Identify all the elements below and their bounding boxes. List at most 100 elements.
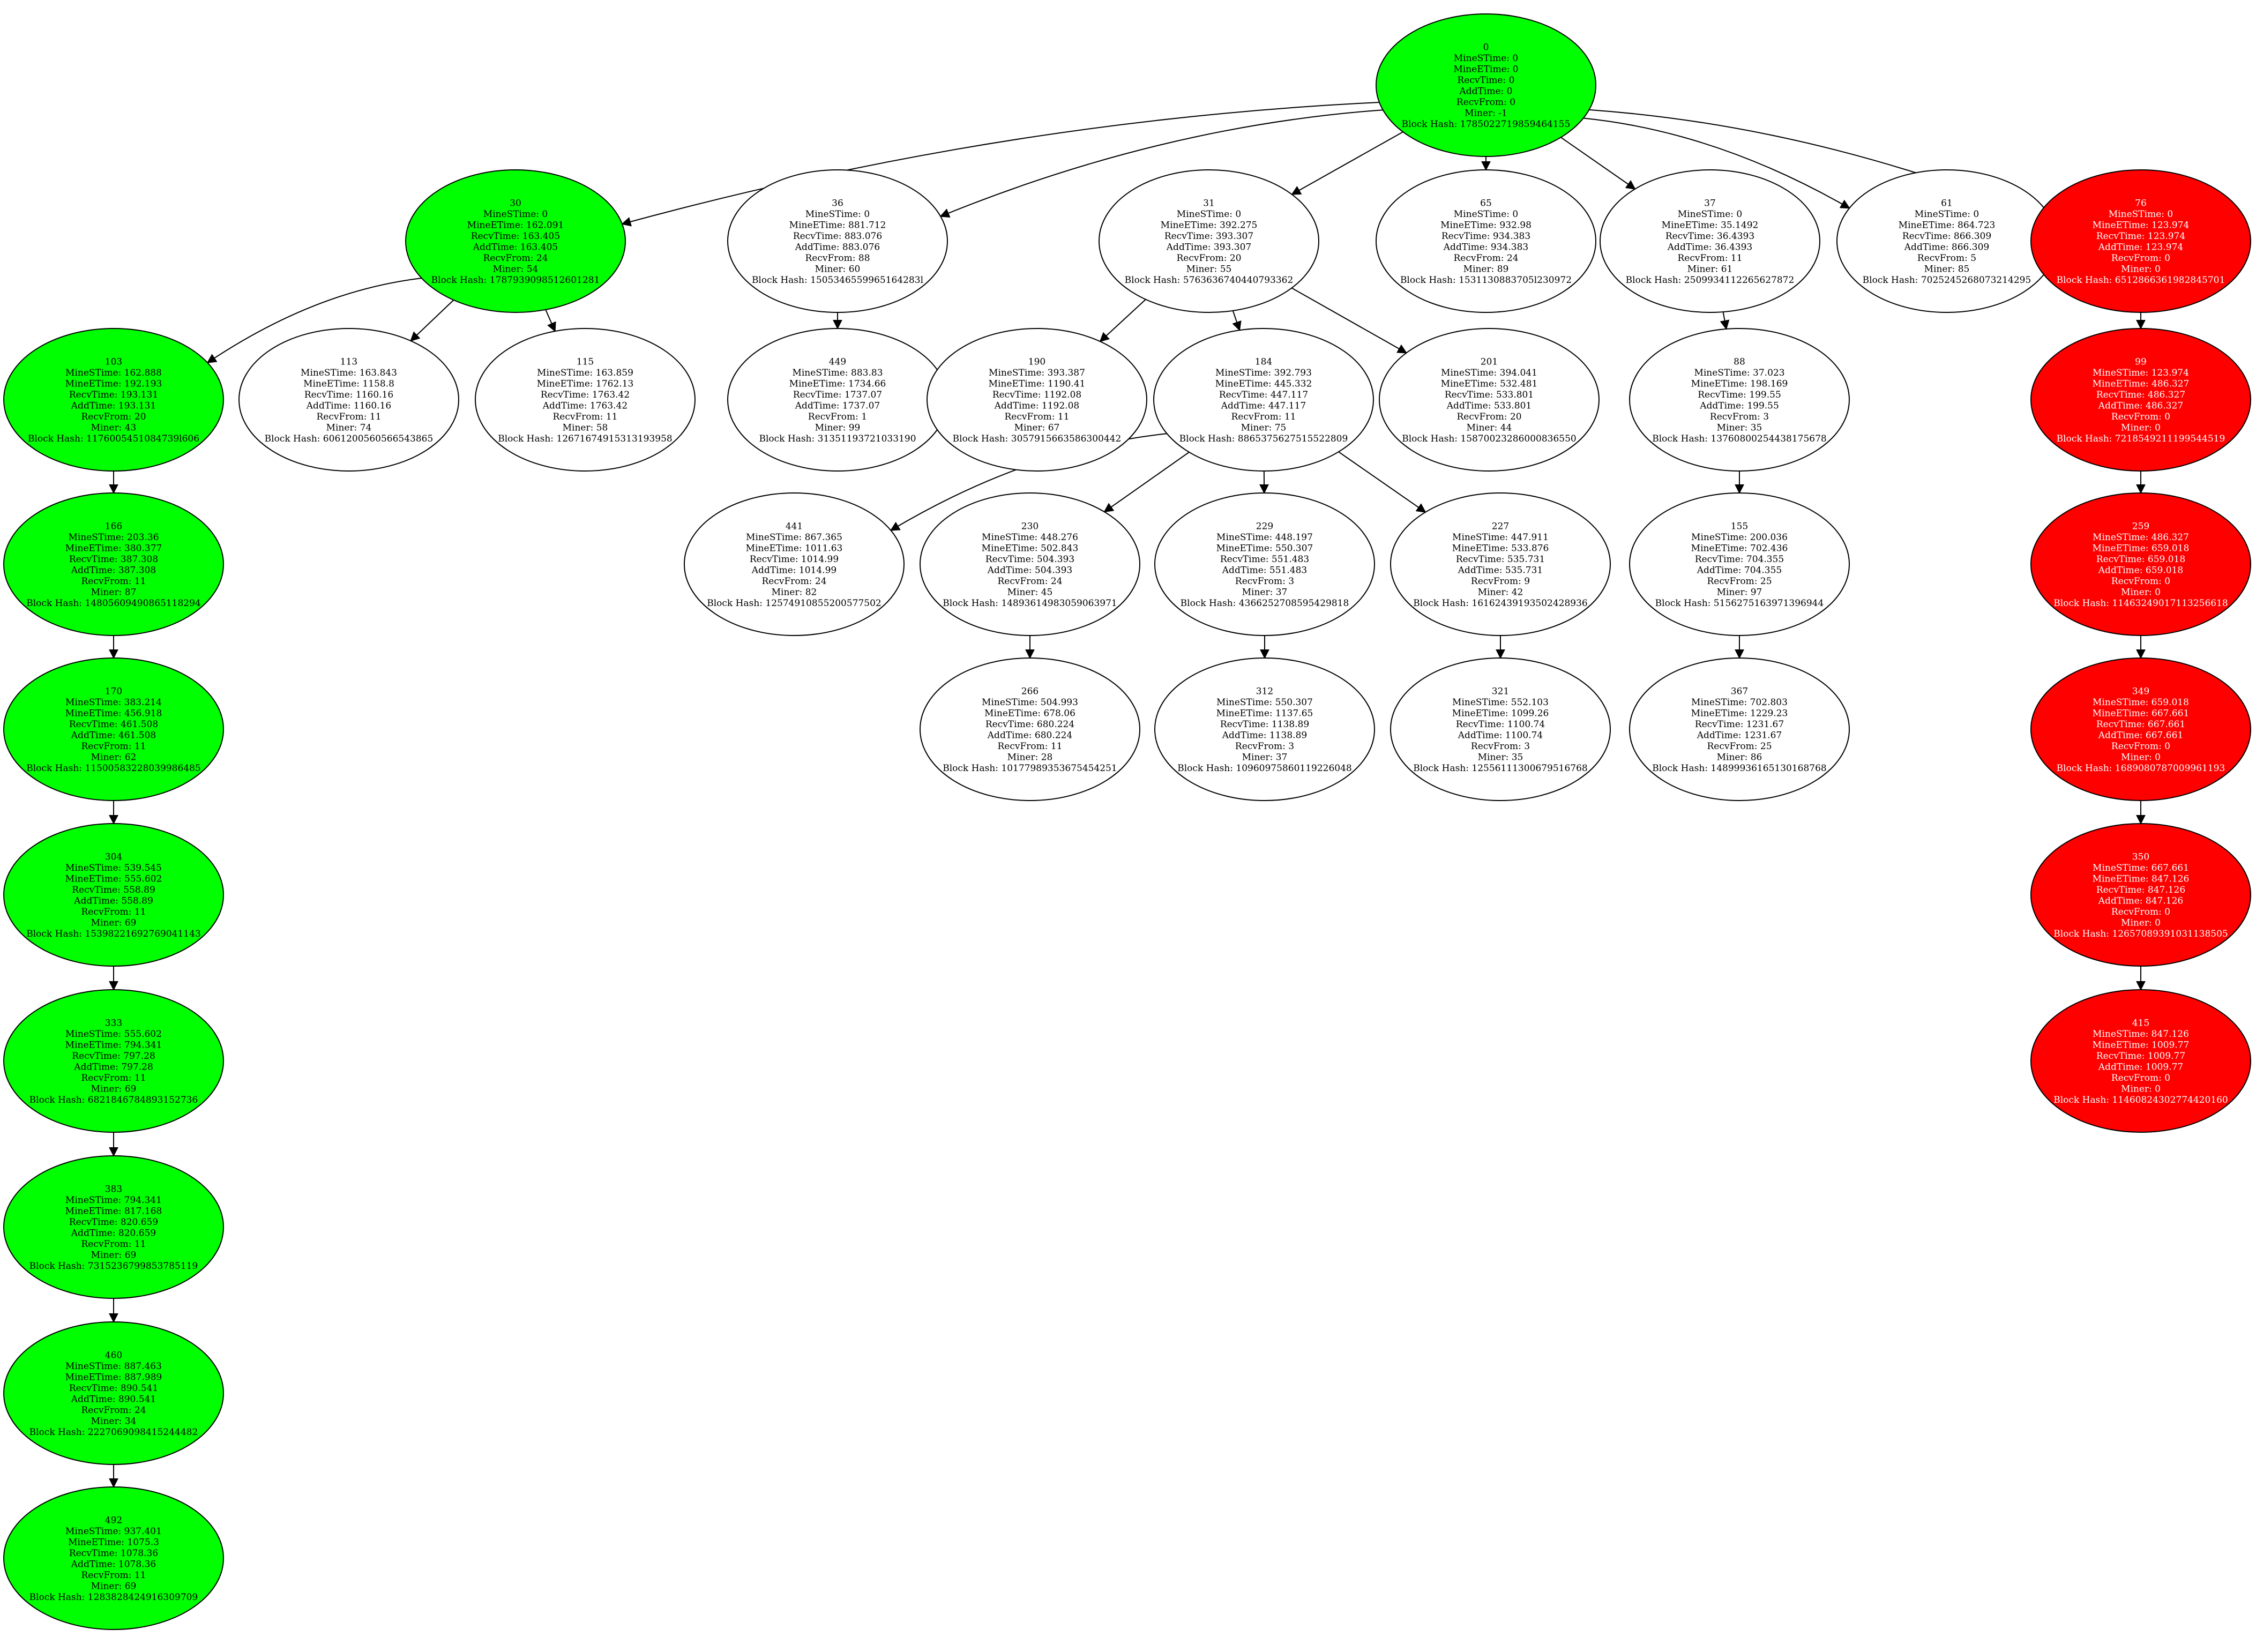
node-field-label: MineETime: 1075.3 — [68, 1537, 159, 1548]
node-field-label: MineSTime: 937.401 — [65, 1526, 162, 1537]
node-field-label: Miner: 28 — [1007, 752, 1053, 763]
node-field-label: Block Hash: 6512866361982845701 — [2057, 275, 2225, 286]
edge-n184-n227 — [1338, 451, 1426, 513]
node-field-label: MineETime: 1229.23 — [1691, 708, 1788, 719]
node-id-label: 201 — [1481, 356, 1498, 367]
node-field-label: MineETime: 702.436 — [1691, 543, 1788, 554]
node-field-label: MineETime: 1190.41 — [989, 378, 1086, 389]
node-field-label: RecvTime: 659.018 — [2096, 554, 2185, 565]
node-field-label: MineETime: 1734.66 — [789, 378, 886, 389]
node-id-label: 0 — [1483, 42, 1489, 53]
node-id-label: 166 — [105, 521, 122, 532]
node-field-label: Block Hash: 14893614983059063971 — [943, 598, 1117, 609]
node-id-label: 113 — [340, 356, 357, 367]
node-field-label: RecvFrom: 24 — [997, 576, 1062, 587]
node-field-label: Miner: 0 — [2121, 422, 2161, 433]
node-field-label: Block Hash: 4366252708595429818 — [1181, 598, 1349, 609]
node-id-label: 230 — [1021, 521, 1039, 532]
node-field-label: MineSTime: 659.018 — [2093, 697, 2189, 708]
node-field-label: MineETime: 864.723 — [1899, 220, 1996, 230]
node-field-label: AddTime: 558.89 — [73, 895, 153, 906]
node-field-label: Block Hash: 8865375627515522809 — [1179, 433, 1348, 444]
node-field-label: MineETime: 392.275 — [1161, 220, 1258, 230]
node-field-label: MineETime: 533.876 — [1452, 543, 1549, 554]
node-field-label: AddTime: 1160.16 — [306, 400, 391, 411]
node-field-label: MineETime: 932.98 — [1440, 220, 1532, 230]
node-field-label: RecvFrom: 0 — [2111, 576, 2170, 587]
node-field-label: MineETime: 555.602 — [65, 873, 162, 884]
node-field-label: RecvFrom: 11 — [997, 741, 1062, 752]
node-field-label: MineETime: 456.918 — [65, 708, 162, 719]
node-field-label: MineSTime: 702.803 — [1691, 697, 1788, 708]
node-field-label: MineETime: 380.377 — [65, 543, 162, 554]
node-field-label: Block Hash: 7315236799853785119 — [29, 1261, 198, 1272]
node-field-label: RecvFrom: 0 — [2111, 412, 2170, 422]
node-field-label: RecvFrom: 5 — [1917, 253, 1976, 264]
node-field-label: AddTime: 163.405 — [473, 242, 558, 252]
node-field-label: Block Hash: 5156275163971396944 — [1655, 598, 1824, 609]
node-field-label: AddTime: 667.661 — [2098, 730, 2183, 741]
node-field-label: MineETime: 502.843 — [982, 543, 1079, 554]
node-field-label: MineSTime: 448.276 — [982, 532, 1078, 543]
node-id-label: 415 — [2132, 1018, 2149, 1028]
node-field-label: RecvFrom: 24 — [1453, 253, 1518, 264]
node-field-label: AddTime: 890.541 — [71, 1394, 156, 1404]
node-field-label: AddTime: 1138.89 — [1222, 730, 1307, 741]
node-field-label: AddTime: 1100.74 — [1458, 730, 1543, 741]
node-field-label: AddTime: 461.508 — [71, 730, 156, 741]
node-id-label: 184 — [1255, 356, 1272, 367]
node-field-label: RecvFrom: 11 — [1004, 412, 1069, 422]
node-ellipse — [1376, 169, 1596, 313]
node-field-label: MineETime: 486.327 — [2093, 378, 2190, 389]
node-field-label: Miner: 37 — [1242, 587, 1288, 597]
node-ellipse — [1629, 328, 1850, 472]
node-field-label: MineSTime: 0 — [1915, 209, 1979, 220]
node-field-label: Miner: 0 — [2121, 264, 2161, 274]
node-field-label: MineSTime: 0 — [1454, 209, 1518, 220]
node-field-label: Miner: 37 — [1242, 752, 1288, 763]
node-field-label: Block Hash: 12556111300679516768 — [1413, 763, 1587, 774]
node-id-label: 350 — [2132, 851, 2149, 862]
node-field-label: Block Hash: 12671674915313193958 — [498, 433, 672, 444]
node-field-label: MineSTime: 0 — [1678, 209, 1742, 220]
node-ellipse — [1379, 328, 1600, 472]
node-field-label: RecvFrom: 3 — [1235, 741, 1294, 752]
node-field-label: MineSTime: 0 — [1177, 209, 1241, 220]
node-field-label: MineSTime: 383.214 — [65, 697, 162, 708]
node-field-label: AddTime: 533.801 — [1446, 400, 1532, 411]
node-field-label: Miner: 45 — [1007, 587, 1053, 597]
node-field-label: RecvTime: 533.801 — [1445, 390, 1534, 400]
node-field-label: AddTime: 393.307 — [1166, 242, 1251, 252]
node-field-label: MineSTime: 847.126 — [2093, 1029, 2189, 1040]
node-field-label: AddTime: 883.076 — [795, 242, 880, 252]
node-field-label: RecvTime: 1009.77 — [2096, 1051, 2185, 1062]
edge-n31-n184 — [1232, 310, 1242, 331]
node-field-label: RecvTime: 447.117 — [1219, 390, 1308, 400]
node-field-label: Miner: 75 — [1241, 422, 1287, 433]
node-field-label: RecvTime: 36.4393 — [1665, 231, 1754, 242]
node-field-label: Miner: 87 — [91, 587, 137, 597]
node-field-label: RecvTime: 704.355 — [1695, 554, 1784, 565]
node-field-label: Block Hash: 6061200560566543865 — [265, 433, 434, 444]
node-field-label: MineSTime: 504.993 — [982, 697, 1078, 708]
node-field-label: Miner: 0 — [2121, 752, 2161, 763]
node-field-label: Block Hash: 10177989353675454251 — [943, 763, 1117, 774]
node-field-label: MineSTime: 887.463 — [65, 1361, 162, 1372]
node-field-label: MineSTime: 0 — [805, 209, 870, 220]
node-ellipse — [1376, 13, 1596, 157]
node-field-label: AddTime: 447.117 — [1221, 400, 1306, 411]
node-field-label: MineSTime: 539.545 — [65, 863, 162, 873]
node-field-label: Block Hash: 15870023286000836550 — [1402, 433, 1576, 444]
node-field-label: MineSTime: 447.911 — [1452, 532, 1549, 543]
node-ellipse — [1600, 169, 1820, 313]
node-field-label: MineSTime: 555.602 — [65, 1029, 162, 1040]
